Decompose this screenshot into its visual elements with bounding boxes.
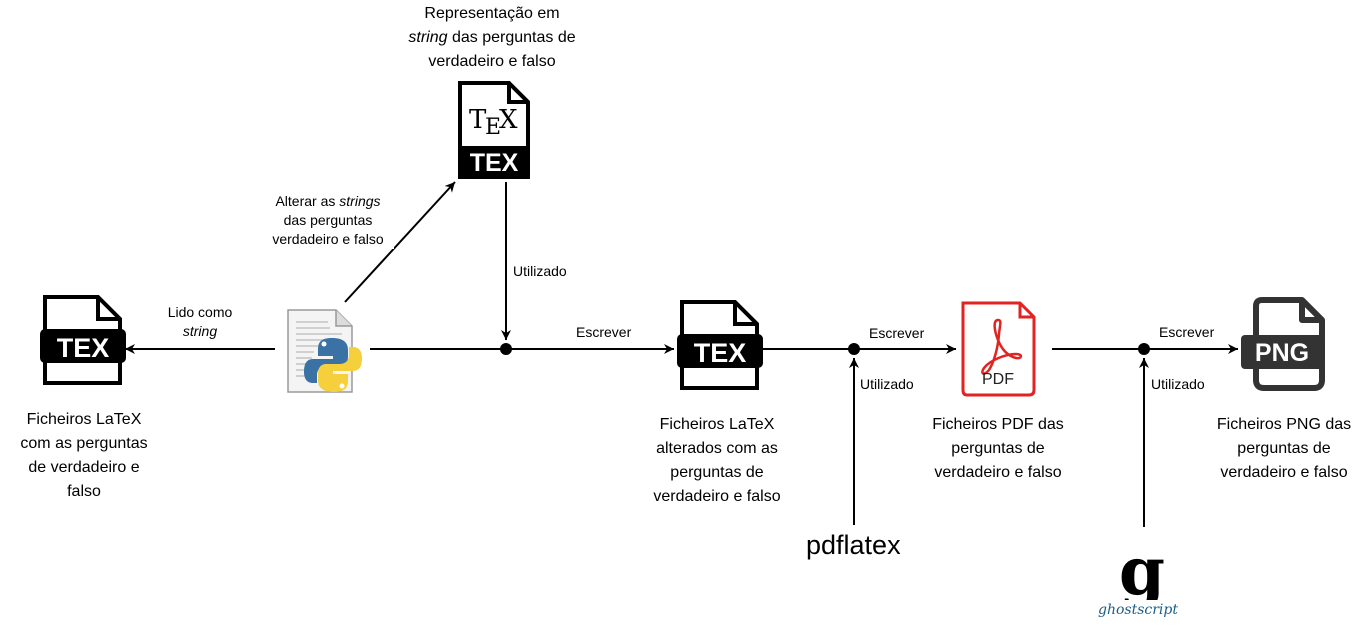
tex-altered-caption: Ficheiros LaTeX alterados com as pergunt… (653, 416, 781, 505)
svg-text:E: E (485, 115, 501, 140)
junction-dot (1138, 343, 1150, 355)
pdf-output-caption: Ficheiros PDF das perguntas de verdadeir… (932, 416, 1064, 481)
png-file-icon: PNG (1241, 297, 1325, 391)
svg-text:TEX: TEX (470, 149, 519, 177)
tex-source-caption: Ficheiros LaTeX com as perguntas de verd… (20, 411, 148, 500)
svg-text:g: g (1119, 538, 1165, 600)
ghostscript-logo-icon: g (1119, 538, 1165, 600)
edge-label-used: Utilizado (513, 263, 567, 279)
pdflatex-label: pdflatex (806, 530, 901, 560)
ghostscript-wordmark: ghostscript (1098, 602, 1179, 618)
edge-label-used: Utilizado (860, 376, 914, 392)
edge-label-write: Escrever (576, 324, 632, 340)
svg-text:PNG: PNG (1255, 339, 1309, 367)
edge-label-used: Utilizado (1151, 376, 1205, 392)
edge-label-read-as-string: Lido como string (167, 304, 233, 339)
junction-dot (848, 343, 860, 355)
tex-file-icon: T E X TEX (458, 81, 530, 179)
svg-text:T: T (469, 105, 487, 135)
tex-string-caption: Representação em string das perguntas de… (408, 5, 576, 70)
tex-file-icon: TEX (40, 295, 126, 385)
python-script-icon (287, 309, 362, 393)
edge-label-write: Escrever (1159, 324, 1215, 340)
svg-text:TEX: TEX (694, 338, 747, 368)
svg-text:X: X (499, 105, 518, 135)
png-output-caption: Ficheiros PNG das perguntas de verdadeir… (1216, 416, 1352, 481)
edge-python-to-tex-string (344, 181, 456, 303)
junction-dot (500, 343, 512, 355)
svg-text:PDF: PDF (982, 371, 1014, 388)
edge-label-write: Escrever (869, 325, 925, 341)
tex-file-icon: TEX (677, 300, 763, 390)
svg-text:TEX: TEX (57, 333, 110, 363)
pdf-file-icon: PDF (961, 301, 1036, 397)
edge-label-alter-strings: Alterar as strings das perguntas verdade… (262, 192, 394, 249)
